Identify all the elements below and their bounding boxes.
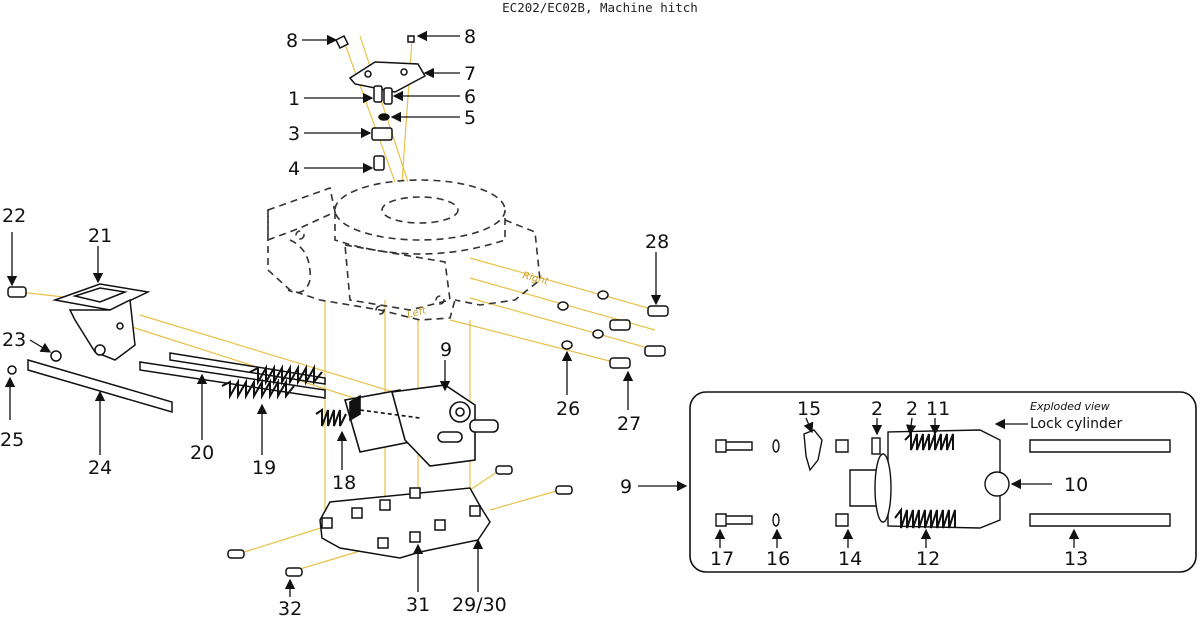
springs bbox=[221, 364, 347, 427]
right-fasteners bbox=[557, 290, 669, 369]
callout-8-left: 8 bbox=[286, 30, 298, 52]
leader-lines bbox=[4, 30, 688, 597]
hitch-housing bbox=[267, 179, 541, 321]
callout-7: 7 bbox=[464, 63, 476, 85]
diagram-title: EC202/EC02B, Machine hitch bbox=[502, 0, 698, 15]
nut-23 bbox=[50, 350, 62, 362]
screw-8-right bbox=[407, 35, 415, 43]
callout-21: 21 bbox=[88, 225, 112, 247]
side-mark-right: Right bbox=[521, 270, 550, 288]
callout-12: 12 bbox=[916, 548, 940, 570]
sleeve-4 bbox=[373, 155, 385, 171]
nut-14 bbox=[835, 513, 849, 527]
callout-25: 25 bbox=[0, 429, 24, 451]
callout-22: 22 bbox=[2, 205, 26, 227]
callout-26: 26 bbox=[556, 398, 580, 420]
callout-2-left: 2 bbox=[871, 398, 883, 420]
bar-24 bbox=[27, 359, 173, 413]
bolt-32 bbox=[285, 567, 303, 577]
bolt-17 bbox=[715, 513, 753, 527]
side-mark-left: Left bbox=[406, 305, 428, 321]
bolt-right bbox=[555, 485, 573, 495]
callout-23: 23 bbox=[2, 329, 26, 351]
spring-11 bbox=[904, 431, 954, 451]
callout-11: 11 bbox=[926, 398, 950, 420]
exploded-view-heading: Exploded view bbox=[1030, 400, 1110, 413]
screw-8-left bbox=[334, 34, 350, 50]
callout-18: 18 bbox=[332, 472, 356, 494]
callout-14: 14 bbox=[838, 548, 862, 570]
callout-19: 19 bbox=[252, 457, 276, 479]
lock-cylinder-assembly bbox=[343, 384, 499, 467]
spring-18 bbox=[315, 408, 347, 427]
callout-4: 4 bbox=[288, 158, 300, 180]
rod-13-top bbox=[1029, 439, 1171, 453]
spring-12 bbox=[894, 507, 956, 529]
callout-labels: 8 8 7 1 6 5 3 4 22 21 23 25 24 20 19 18 … bbox=[0, 26, 1088, 620]
lock-cylinder-label: Lock cylinder bbox=[1030, 416, 1123, 432]
turntable bbox=[334, 179, 506, 241]
callout-16: 16 bbox=[766, 548, 790, 570]
callout-24: 24 bbox=[88, 457, 112, 479]
rod-13 bbox=[1029, 513, 1171, 527]
callout-28: 28 bbox=[645, 231, 669, 253]
spring-19-lower bbox=[221, 378, 295, 400]
callout-3: 3 bbox=[288, 123, 300, 145]
bolt-32-left bbox=[227, 549, 245, 559]
callout-1: 1 bbox=[288, 88, 300, 110]
nut-14-top bbox=[835, 439, 849, 453]
callout-32: 32 bbox=[278, 598, 302, 619]
bolt-17-top bbox=[715, 439, 753, 453]
spring-5 bbox=[378, 113, 390, 121]
mounting-plate bbox=[227, 465, 573, 577]
spring-19-upper bbox=[249, 364, 323, 386]
pin-22 bbox=[7, 286, 27, 298]
callout-6: 6 bbox=[464, 86, 476, 108]
callout-31: 31 bbox=[406, 594, 430, 616]
callout-15: 15 bbox=[797, 398, 821, 420]
block-3 bbox=[371, 127, 393, 141]
callout-27: 27 bbox=[617, 413, 641, 435]
callout-2-right: 2 bbox=[906, 398, 918, 420]
lock-cylinder-body bbox=[887, 429, 1001, 529]
top-parts bbox=[334, 34, 427, 171]
callout-17: 17 bbox=[710, 548, 734, 570]
callout-13: 13 bbox=[1064, 548, 1088, 570]
callout-29-30: 29/30 bbox=[452, 594, 507, 616]
washer-16 bbox=[772, 513, 780, 527]
pin-1 bbox=[373, 85, 383, 103]
washer-16-top bbox=[772, 439, 780, 453]
callout-8-right: 8 bbox=[464, 26, 476, 48]
exploded-view-inset: Exploded view Lock cylinder bbox=[689, 391, 1197, 573]
callout-5: 5 bbox=[464, 107, 476, 129]
pin-6 bbox=[383, 87, 393, 105]
callout-20: 20 bbox=[190, 442, 214, 464]
bolt-right-top bbox=[495, 465, 513, 475]
callout-9-inset: 9 bbox=[620, 476, 632, 498]
screw-25 bbox=[7, 365, 17, 375]
callout-10: 10 bbox=[1064, 474, 1088, 496]
callout-9: 9 bbox=[440, 339, 452, 361]
latch-15 bbox=[803, 429, 823, 472]
